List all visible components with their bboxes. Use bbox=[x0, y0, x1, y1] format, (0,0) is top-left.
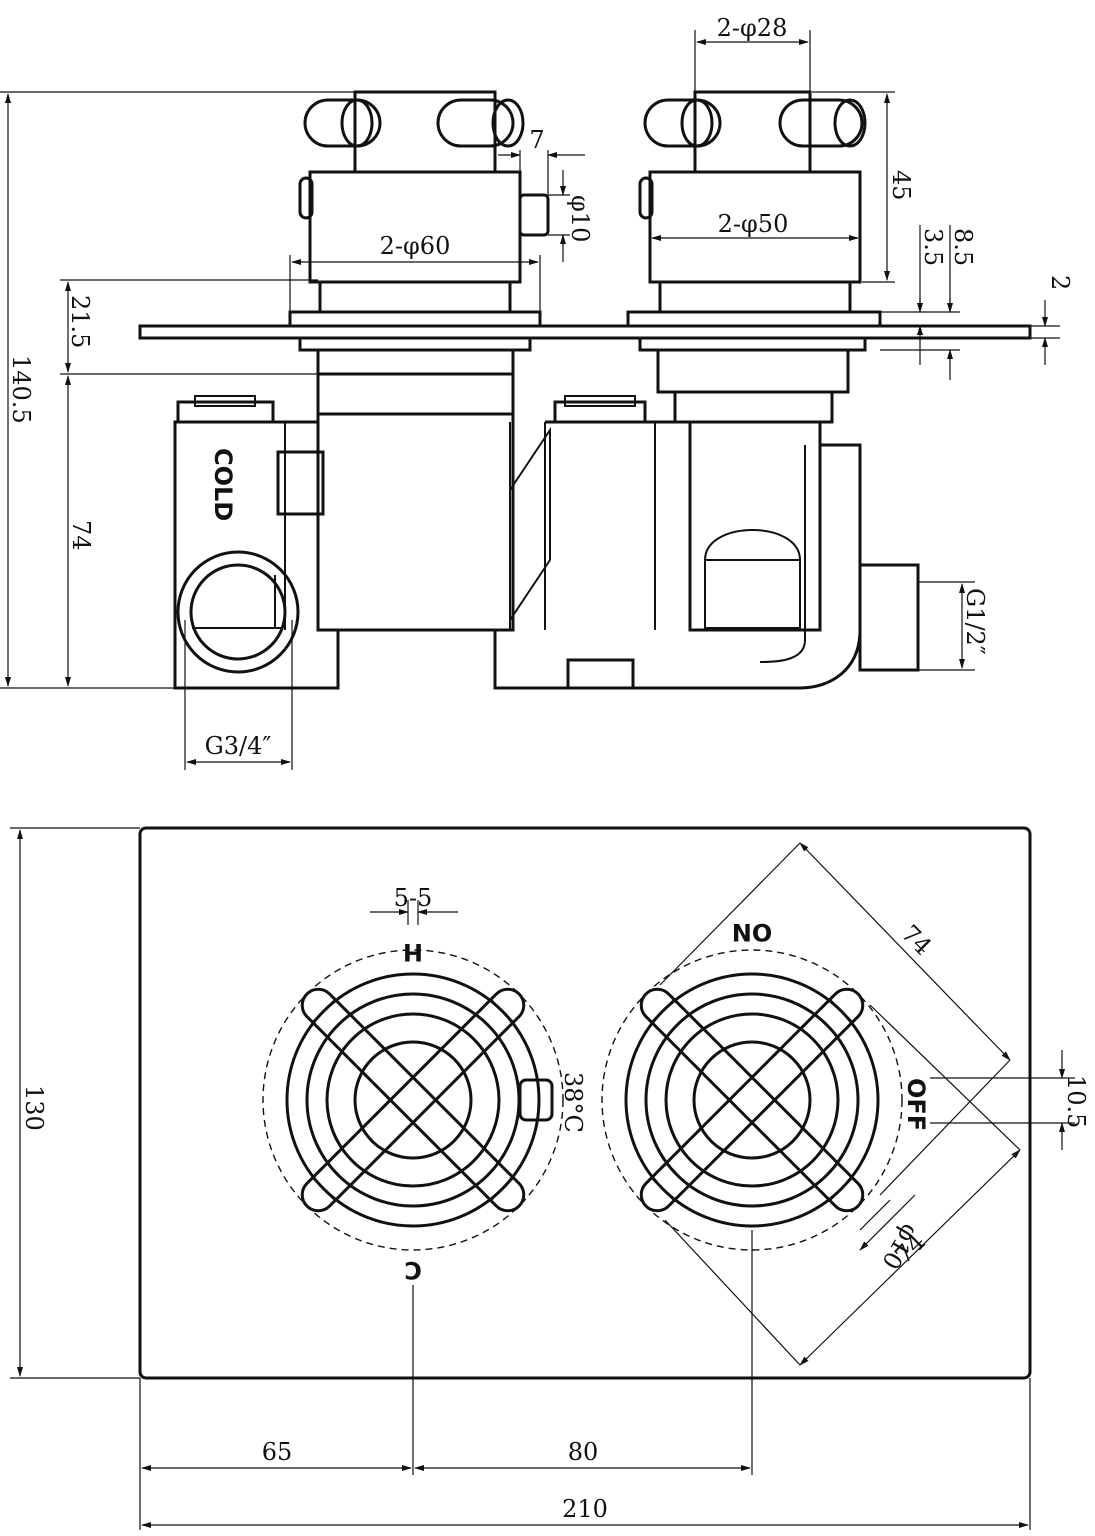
front-view: H C ON OFF 38°C 5-5 74 74 10 bbox=[10, 826, 1090, 1530]
hot-label: H bbox=[403, 938, 423, 966]
dim-box-depth: 74 bbox=[67, 520, 95, 551]
off-label: OFF bbox=[902, 1078, 930, 1131]
temp-label: 38°C bbox=[559, 1072, 587, 1133]
cold-label: COLD bbox=[209, 448, 237, 521]
on-label: ON bbox=[732, 918, 773, 946]
dim-knob-spacing: 2-φ28 bbox=[717, 14, 788, 42]
left-handle bbox=[262, 949, 564, 1251]
dim-pin-diameter: φ10 bbox=[566, 195, 594, 242]
right-knob-top bbox=[626, 90, 882, 328]
side-dimensions: 2-φ28 7 φ10 2-φ60 2-φ50 45 bbox=[0, 14, 1074, 770]
dim-outlet-thread: G1/2″ bbox=[961, 588, 989, 655]
dim-10-5: 10.5 bbox=[1062, 1075, 1090, 1128]
dim-21-5: 21.5 bbox=[66, 295, 94, 348]
front-dimensions: 5-5 74 74 10.5 φ10 130 bbox=[10, 827, 1090, 1530]
dim-inlet-thread: G3/4″ bbox=[205, 732, 272, 760]
dim-height-45: 45 bbox=[887, 170, 915, 201]
dim-total-height: 140.5 bbox=[7, 355, 35, 424]
right-handle bbox=[601, 949, 903, 1251]
dim-plate-width: 210 bbox=[562, 1495, 608, 1523]
dim-2: 2 bbox=[1046, 275, 1074, 290]
dim-center-spacing: 80 bbox=[568, 1438, 599, 1466]
faceplate-front bbox=[138, 826, 1032, 1380]
dim-3-5: 3.5 bbox=[919, 228, 947, 266]
cold-c-label: C bbox=[404, 1256, 422, 1284]
dim-body-50: 2-φ50 bbox=[718, 210, 789, 238]
dim-body-60: 2-φ60 bbox=[380, 232, 451, 260]
dim-pin-offset: 7 bbox=[529, 126, 544, 154]
dim-8-5: 8.5 bbox=[949, 228, 977, 266]
dim-plate-height: 130 bbox=[20, 1085, 48, 1131]
left-knob-top bbox=[288, 90, 550, 328]
dim-spacing-5-5: 5-5 bbox=[394, 884, 433, 912]
dim-left-offset: 65 bbox=[262, 1438, 293, 1466]
dim-diag-74-top: 74 bbox=[896, 919, 937, 960]
side-view: COLD 2-φ28 7 φ10 2-φ60 bbox=[0, 14, 1074, 770]
valve-body bbox=[173, 395, 920, 690]
faceplate-side bbox=[138, 324, 1032, 340]
